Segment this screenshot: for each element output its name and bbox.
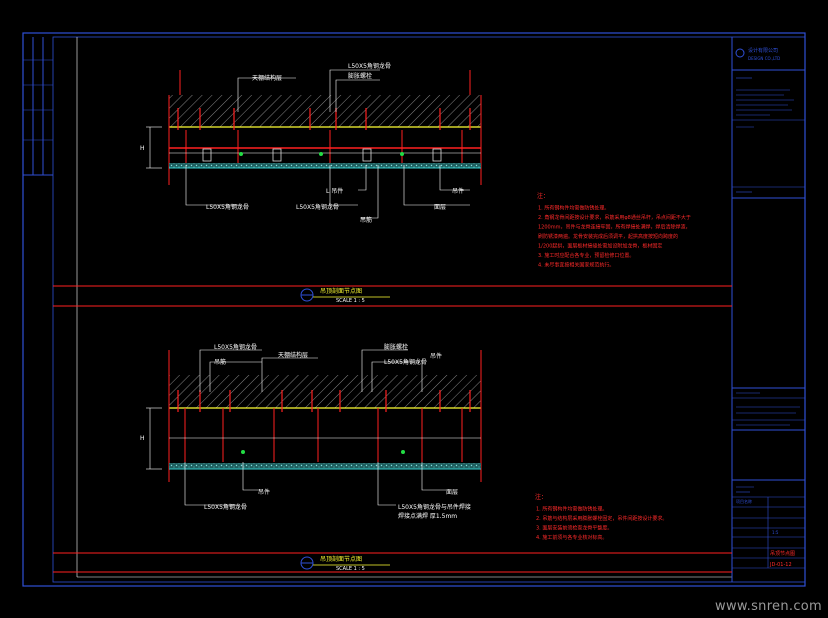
callout-bottom-weld: L50X5角钢龙骨与吊件焊接: [398, 503, 471, 511]
detail-top-scale: SCALE 1 : 5: [336, 298, 365, 304]
slab-hatch-bottom: [169, 375, 481, 408]
notes-heading: 注：: [537, 192, 549, 200]
callout-bottom-rod: 吊筋: [214, 358, 226, 366]
callout-top-structure: 天棚结构层: [252, 74, 282, 82]
detail-bottom-dim: H: [140, 435, 145, 442]
notes-bottom: 注： 1. 所有钢构件均需做防锈处理。 2. 吊筋与结构层采用膨胀螺栓固定，吊件间距…: [535, 493, 667, 541]
note-line: 2. 吊筋与结构层采用膨胀螺栓固定，吊件间距按设计要求。: [536, 515, 667, 522]
notes-heading: 注：: [535, 493, 547, 501]
detail-bottom-title: 吊顶剖面节点图: [320, 555, 362, 563]
callout-bottom-hanger-top: 吊件: [430, 352, 442, 360]
callout-bottom-l50x5-b: L50X5角钢龙骨: [384, 358, 427, 366]
callout-top-rod: 吊筋: [360, 216, 372, 224]
detail-bottom: H L50X5角钢龙骨 吊筋 天棚结构层 膨胀螺栓 L50X5角钢龙骨 吊件 L…: [140, 343, 482, 572]
callout-top-l50x5-c: L50X5角钢龙骨: [296, 203, 339, 211]
callout-bottom-l50x5-a: L50X5角钢龙骨: [214, 343, 257, 351]
slab-hatch-top: [169, 95, 481, 127]
detail-bottom-scale: SCALE 1 : 5: [336, 566, 365, 572]
note-line: 1. 所有钢构件均需做防锈处理。: [536, 506, 607, 513]
callout-top-l50x5-a: L50X5角钢龙骨: [348, 62, 391, 70]
callout-top-l50x5-b: L50X5角钢龙骨: [206, 203, 249, 211]
callout-bottom-weld-note: 焊接点满焊 厚1.5mm: [398, 512, 457, 520]
sheet-frame: [22, 32, 806, 587]
watermark: www.snren.com: [715, 599, 822, 614]
callout-top-l-hanger: L 吊件: [326, 187, 343, 195]
note-line: 2. 角钢龙骨间距按设计要求，吊筋采用φ8通丝吊杆，吊点间距不大于: [538, 214, 691, 221]
notes-top: 注： 1. 所有钢构件均需做防锈处理。 2. 角钢龙骨间距按设计要求，吊筋采用φ8通…: [537, 192, 691, 269]
detail-top-dim: H: [140, 145, 145, 152]
detail-top-title: 吊顶剖面节点图: [320, 287, 362, 295]
note-line: 4. 施工前须与各专业核对标高。: [536, 534, 607, 541]
note-line: 刷防锈漆两遍。龙骨安装完成后须调平，起拱高度按短向跨度的: [538, 233, 678, 240]
callout-top-hanger: 吊件: [452, 187, 464, 195]
note-line: 4. 未尽事宜按相关国家规范执行。: [538, 262, 614, 269]
detail-top: H L50X5角钢龙骨 天棚结构层 膨胀螺栓 L50X5角钢龙骨 L50X5角钢…: [140, 62, 482, 304]
title-block-project: 项目名称: [736, 498, 752, 504]
title-block-scale: 1:5: [772, 530, 779, 535]
callout-bottom-finish: 面层: [446, 489, 458, 496]
company-logo: [735, 48, 745, 58]
title-block: 设计有限公司 DESIGN CO.,LTD 项目名称 1:5 吊顶节点图 JD-…: [732, 47, 805, 569]
callout-bottom-hanger: 吊件: [258, 488, 270, 496]
callout-top-finish: 面层: [434, 204, 446, 211]
finish-layer-top: [169, 163, 481, 168]
title-block-drawing-no: JD-01-12: [769, 562, 792, 568]
note-line: 3. 面层安装前须检查龙骨平整度。: [536, 525, 612, 532]
title-block-drawing-title: 吊顶节点图: [770, 551, 795, 557]
note-line: 3. 施工时应配合各专业，预留检修口位置。: [538, 252, 634, 259]
callout-bottom-structure: 天棚结构层: [278, 351, 308, 359]
note-line: 1200mm，吊件与龙骨连接牢固，所有焊接处满焊，焊后清除焊渣，: [538, 224, 690, 231]
callout-bottom-bolt: 膨胀螺栓: [384, 343, 408, 351]
title-block-company: 设计有限公司: [748, 47, 778, 54]
callout-bottom-l50x5-c: L50X5角钢龙骨: [204, 503, 247, 511]
callout-top-bolt: 膨胀螺栓: [348, 72, 372, 80]
note-line: 1/200起拱，面层板材接缝处需加设附加龙骨，板材固定: [538, 243, 662, 250]
title-block-company-en: DESIGN CO.,LTD: [748, 56, 780, 61]
finish-layer-bottom: [169, 463, 481, 469]
note-line: 1. 所有钢构件均需做防锈处理。: [538, 205, 609, 212]
